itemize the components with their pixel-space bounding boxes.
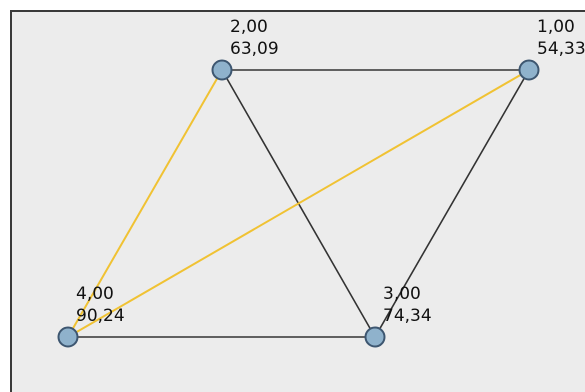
edge-n2-n4	[67, 69, 223, 338]
node-label-top-n3: 3,00	[383, 284, 421, 304]
node-n4	[57, 326, 79, 348]
node-label-bottom-n4: 90,24	[76, 306, 125, 326]
node-label-top-n4: 4,00	[76, 284, 114, 304]
edge-n1-n4	[67, 69, 530, 338]
node-label-bottom-n3: 74,34	[383, 306, 432, 326]
node-n1	[518, 59, 540, 81]
node-label-top-n2: 2,00	[230, 17, 268, 37]
nodes-layer	[57, 59, 540, 348]
edge-n1-n3	[374, 69, 530, 338]
node-label-top-n1: 1,00	[537, 17, 575, 37]
node-n3	[364, 326, 386, 348]
node-label-bottom-n2: 63,09	[230, 39, 279, 59]
node-label-bottom-n1: 54,33	[537, 39, 585, 59]
node-n2	[211, 59, 233, 81]
edges-layer	[67, 69, 530, 338]
